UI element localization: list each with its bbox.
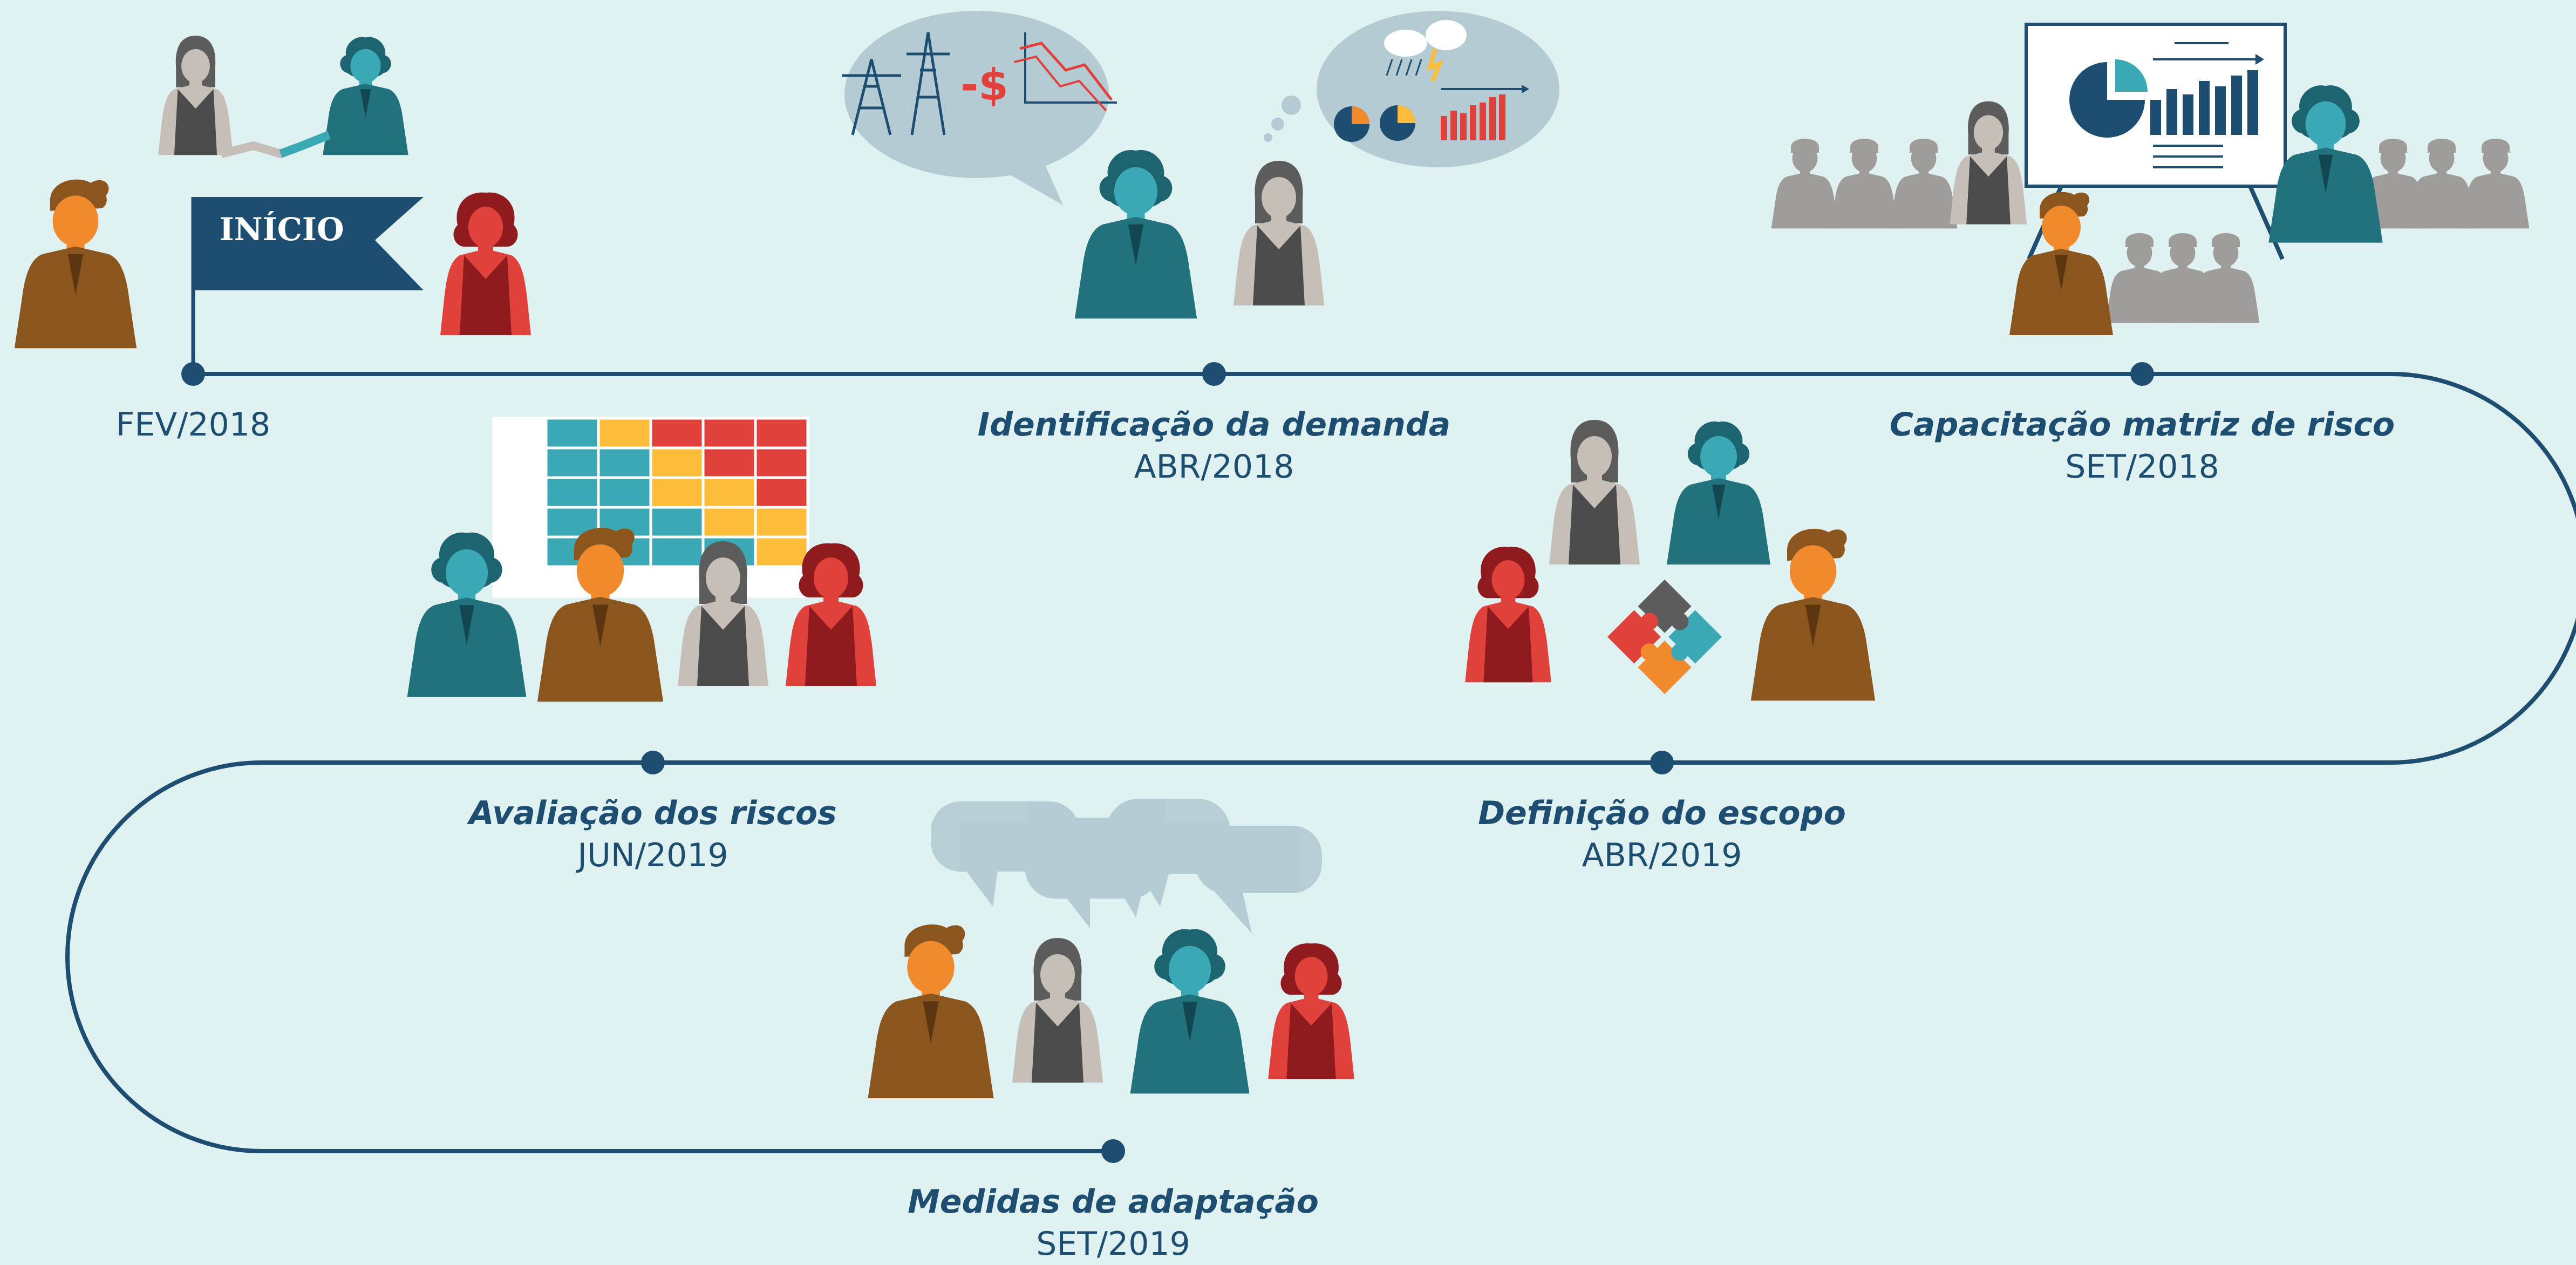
- risk-matrix-cell: [754, 506, 809, 539]
- milestone-date: ABR/2019: [1582, 836, 1742, 874]
- milestone-date: ABR/2018: [1134, 448, 1294, 486]
- timeline-path: [65, 372, 2576, 1153]
- milestone-marker-abr-2019: [1650, 751, 1674, 774]
- timeline-markers: [181, 362, 2154, 1163]
- risk-matrix-cell: [649, 565, 705, 598]
- milestone-date: FEV/2018: [115, 406, 271, 444]
- mini-pie-charts-icon: [1334, 105, 1415, 142]
- milestone-title: Identificação da demanda: [977, 406, 1451, 444]
- pie-chart-icon: [2069, 59, 2148, 138]
- people-identification: [1074, 149, 1324, 319]
- risk-matrix-cell: [597, 476, 652, 509]
- people-start: [14, 36, 531, 349]
- milestone-marker-fev-2018: [181, 362, 205, 386]
- weather-icon: [1384, 20, 1467, 82]
- figures: [14, 36, 2383, 1099]
- bar-chart-icon: [2150, 42, 2264, 168]
- risk-matrix-cell: [701, 446, 757, 479]
- declining-chart-icon: [1014, 32, 1117, 112]
- risk-matrix-cell: [492, 446, 548, 479]
- cost-symbol: -$: [960, 60, 1008, 110]
- risk-matrix-cell: [492, 417, 548, 450]
- risk-matrix-cell: [597, 417, 652, 450]
- start-flag: [191, 197, 424, 372]
- milestone-label-2: Identificação da demanda ABR/2018: [978, 404, 1451, 488]
- milestone-label-1: FEV/2018: [116, 404, 270, 446]
- milestone-date: JUN/2019: [577, 836, 728, 874]
- risk-matrix-cell: [754, 476, 809, 509]
- risk-matrix-cell: [544, 446, 600, 479]
- milestone-label-3: Capacitação matriz de risco SET/2018: [1890, 404, 2395, 488]
- risk-matrix-cell: [649, 535, 705, 568]
- risk-matrix-cell: [544, 476, 600, 509]
- risk-matrix-cell: [649, 446, 705, 479]
- milestone-marker-jun-2019: [641, 751, 665, 774]
- risk-matrix-cell: [492, 535, 548, 568]
- risk-matrix-cell: [701, 417, 757, 450]
- milestone-title: Capacitação matriz de risco: [1889, 406, 2395, 444]
- milestone-title: Definição do escopo: [1478, 794, 1846, 832]
- puzzle-pieces-icon: [1607, 579, 1722, 695]
- risk-matrix-grid: [492, 417, 809, 598]
- risk-matrix-cell: [701, 506, 757, 539]
- milestone-title: Medidas de adaptação: [908, 1183, 1319, 1221]
- risk-matrix-cell: [544, 417, 600, 450]
- people-adaptation: [868, 924, 1354, 1099]
- milestone-label-4: Definição do escopo ABR/2019: [1478, 792, 1846, 876]
- risk-matrix-cell: [701, 476, 757, 509]
- mini-bar-chart-icon: [1441, 85, 1529, 140]
- risk-matrix-cell: [492, 476, 548, 509]
- speech-bubbles: [931, 799, 1322, 934]
- risk-matrix-cell: [649, 506, 705, 539]
- risk-matrix-cell: [754, 446, 809, 479]
- risk-matrix-cell: [492, 506, 548, 539]
- risk-matrix-cell: [649, 476, 705, 509]
- presentation-board: [2025, 23, 2287, 260]
- bubble-weather-charts: [1264, 11, 1559, 167]
- milestone-marker-set-2019: [1101, 1139, 1125, 1163]
- risk-matrix-cell: [597, 446, 652, 479]
- milestone-title: Avaliação dos riscos: [469, 794, 837, 832]
- milestone-label-5: Avaliação dos riscos JUN/2019: [469, 792, 837, 876]
- handshake-icon: [220, 131, 331, 159]
- risk-matrix-cell: [754, 535, 809, 568]
- risk-matrix-cell: [754, 417, 809, 450]
- milestone-marker-abr-2018: [1202, 362, 1226, 386]
- milestone-label-6: Medidas de adaptação SET/2019: [908, 1181, 1319, 1265]
- risk-matrix-cell: [649, 417, 705, 450]
- milestone-date: SET/2018: [2065, 448, 2219, 486]
- milestone-marker-set-2018: [2130, 362, 2154, 386]
- milestone-date: SET/2019: [1036, 1225, 1190, 1263]
- start-flag-label: INÍCIO: [219, 211, 344, 248]
- bubble-power-costs: -$: [842, 11, 1117, 205]
- power-tower-icon: [842, 32, 950, 135]
